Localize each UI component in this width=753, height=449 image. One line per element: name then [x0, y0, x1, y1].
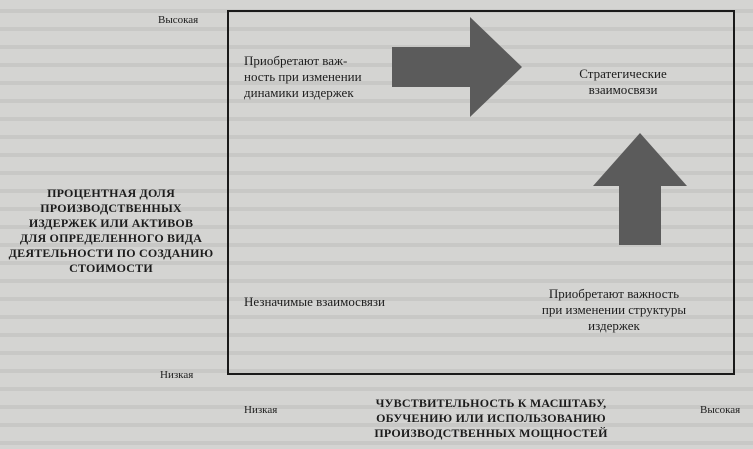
- quadrant-line: Стратегические: [579, 66, 667, 81]
- y-axis-title-line: СТОИМОСТИ: [69, 261, 153, 275]
- y-axis-high-label: Высокая: [158, 14, 199, 26]
- quadrant-top-left: Приобретают важ- ность при изменении дин…: [244, 53, 362, 101]
- y-axis-title-line: ПРОИЗВОДСТВЕННЫХ: [40, 201, 182, 215]
- x-axis-title: ЧУВСТВИТЕЛЬНОСТЬ К МАСШТАБУ, ОБУЧЕНИЮ ИЛ…: [360, 396, 622, 441]
- y-axis-title-line: ДЕЯТЕЛЬНОСТИ ПО СОЗДАНИЮ: [8, 246, 214, 260]
- quadrant-bottom-right: Приобретают важность при изменении струк…: [522, 286, 706, 334]
- quadrant-line: издержек: [588, 318, 640, 333]
- up-arrow: [593, 133, 687, 245]
- x-axis-title-line: ПРОИЗВОДСТВЕННЫХ МОЩНОСТЕЙ: [374, 426, 608, 440]
- y-axis-low-label: Низкая: [160, 369, 194, 381]
- quadrant-line: динамики издержек: [244, 85, 354, 100]
- y-axis-title-line: ИЗДЕРЖЕК ИЛИ АКТИВОВ: [28, 216, 194, 230]
- x-axis-high-label: Высокая: [700, 404, 741, 416]
- quadrant-line: Незначимые взаимосвязи: [244, 294, 385, 309]
- quadrant-line: взаимосвязи: [588, 82, 658, 97]
- y-axis-title: ПРОЦЕНТНАЯ ДОЛЯ ПРОИЗВОДСТВЕННЫХ ИЗДЕРЖЕ…: [4, 186, 218, 276]
- x-axis-title-line: ЧУВСТВИТЕЛЬНОСТЬ К МАСШТАБУ,: [375, 396, 607, 410]
- x-axis-low-label: Низкая: [244, 404, 278, 416]
- y-axis-title-line: ПРОЦЕНТНАЯ ДОЛЯ: [47, 186, 175, 200]
- matrix-frame: [227, 10, 735, 375]
- x-axis-title-line: ОБУЧЕНИЮ ИЛИ ИСПОЛЬЗОВАНИЮ: [376, 411, 606, 425]
- quadrant-line: при изменении структуры: [541, 302, 687, 317]
- quadrant-top-right: Стратегические взаимосвязи: [558, 66, 688, 98]
- quadrant-line: ность при изменении: [244, 69, 362, 84]
- quadrant-bottom-left: Незначимые взаимосвязи: [244, 294, 385, 310]
- quadrant-line: Приобретают важность: [548, 286, 680, 301]
- y-axis-title-line: ДЛЯ ОПРЕДЕЛЕННОГО ВИДА: [19, 231, 203, 245]
- quadrant-line: Приобретают важ-: [244, 53, 348, 68]
- right-arrow: [392, 17, 522, 117]
